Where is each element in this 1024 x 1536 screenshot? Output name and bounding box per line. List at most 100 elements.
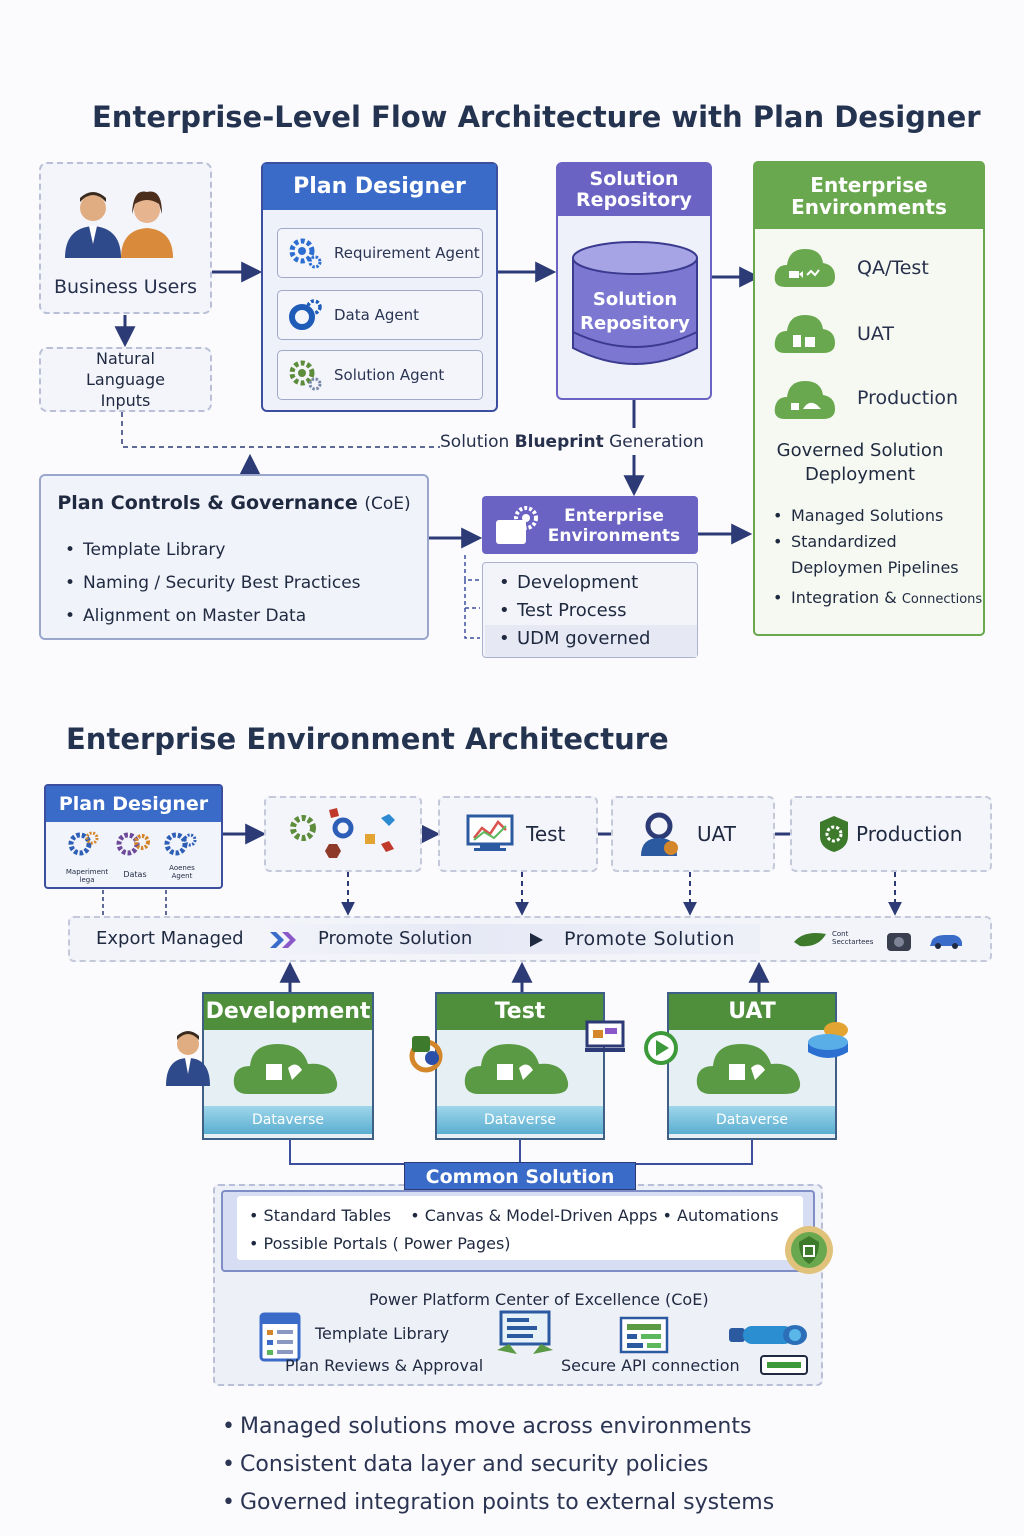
env-production: Production	[857, 387, 959, 409]
data-agent-card[interactable]: Data Agent	[277, 290, 483, 340]
secure-api-label: Secure API connection	[561, 1356, 740, 1375]
monitor-icon	[585, 1020, 625, 1052]
tiny-label: Cont Secctartees	[832, 930, 874, 946]
env-mid-list: Development Test Process UDM governed	[482, 562, 698, 658]
template-library-label: Template Library	[315, 1324, 450, 1343]
user-icon	[641, 812, 678, 856]
env-uat: UAT	[857, 323, 895, 345]
shield-icon	[785, 1226, 833, 1274]
database-icon	[572, 241, 698, 365]
requirement-agent-card[interactable]: Requirement Agent	[277, 228, 483, 278]
env-mid-bullet: Test Process	[495, 597, 650, 625]
pd-sublabel: Maperiment lega	[65, 868, 109, 884]
dataverse-label: Dataverse	[204, 1106, 372, 1134]
connections-label: Connections	[901, 592, 983, 607]
natural-language-label: Natural Language Inputs	[86, 349, 165, 410]
common-solution-title: Common Solution	[404, 1162, 636, 1190]
plan-designer-title: Plan Designer	[263, 164, 496, 210]
leaf-icon	[794, 933, 826, 947]
play-icon	[644, 1031, 678, 1065]
common-solution-container: • Standard Tables • Canvas & Model-Drive…	[213, 1184, 833, 1386]
deployment-bullet: Integration & Connections	[769, 585, 982, 613]
car-icon	[930, 935, 962, 949]
stage-production[interactable]: Production	[790, 796, 992, 872]
gear-icon	[68, 831, 197, 856]
dataverse-label: Dataverse	[669, 1106, 835, 1134]
common-solution-items: • Standard Tables • Canvas & Model-Drive…	[249, 1206, 779, 1225]
plan-controls-bullets: Template Library Naming / Security Best …	[61, 534, 361, 633]
plan-controls-panel[interactable]: Plan Controls & Governance (CoE) Templat…	[39, 474, 429, 640]
gear-icon	[289, 238, 322, 269]
stage-uat[interactable]: UAT	[611, 796, 775, 872]
cloud-icon	[774, 249, 835, 287]
env-mid-title: Enterprise Environments	[547, 506, 681, 546]
plan-reviews-label: Plan Reviews & Approval	[285, 1356, 484, 1375]
gear-icon	[290, 808, 395, 858]
user-icon	[166, 1031, 210, 1086]
plan-designer-small-title: Plan Designer	[46, 786, 221, 822]
promotion-bar: Export Managed Promote Solution Promote …	[68, 916, 992, 962]
portals-item: • Possible Portals ( Power Pages)	[249, 1234, 511, 1253]
plan-controls-title: Plan Controls & Governance (CoE)	[57, 492, 411, 514]
summary-bullet: Managed solutions move across environmen…	[218, 1408, 774, 1446]
common-item: Automations	[677, 1206, 779, 1225]
solution-agent-card[interactable]: Solution Agent	[277, 350, 483, 400]
stage-test[interactable]: Test	[438, 796, 598, 872]
pd-sublabel: Aoenes Agent	[169, 864, 195, 880]
stage-test-label: Test	[526, 822, 566, 846]
export-managed-label: Export Managed	[96, 928, 244, 949]
plan-controls-bullet: Alignment on Master Data	[61, 600, 361, 633]
env-card-test[interactable]: Test Dataverse	[435, 992, 605, 1140]
env-mid-bullet: Development	[495, 569, 650, 597]
plug-icon	[729, 1325, 807, 1345]
solution-repository-title: Solution Repository	[558, 164, 710, 216]
enterprise-environments-panel[interactable]: Enterprise Environments QA/Test UAT Prod…	[753, 161, 985, 636]
governed-deployment-title: Governed Solution Deployment	[776, 440, 944, 485]
section1-title: Enterprise-Level Flow Architecture with …	[92, 100, 981, 134]
gear-icon	[289, 360, 322, 391]
plan-designer-panel[interactable]: Plan Designer Requirement Agent Data Age…	[261, 162, 498, 412]
env-card-title: Test	[437, 994, 603, 1030]
env-mid-header[interactable]: Enterprise Environments	[482, 496, 698, 554]
deployment-bullets: Managed Solutions Standardized Deploymen…	[769, 503, 982, 613]
natural-language-box[interactable]: Natural Language Inputs	[39, 347, 212, 412]
cloud-icon	[696, 1044, 801, 1094]
connector-icon	[409, 1036, 443, 1073]
env-mid-bullet: UDM governed	[495, 625, 650, 653]
blueprint-generation-label: Solution Blueprint Generation	[440, 432, 704, 452]
solution-repository-db-label: Solution Repository	[580, 289, 690, 334]
enterprise-environments-title: Enterprise Environments	[755, 163, 983, 229]
section2-title: Enterprise Environment Architecture	[66, 722, 669, 756]
play-icon	[530, 933, 543, 947]
cloud-icon	[464, 1044, 569, 1094]
env-card-title: Development	[204, 994, 372, 1030]
monitor-icon	[466, 814, 514, 851]
stage-production-label: Production	[856, 822, 963, 846]
gear-icon	[496, 506, 538, 544]
dataverse-label: Dataverse	[437, 1106, 603, 1134]
stage-components[interactable]	[264, 796, 422, 872]
deployment-bullet: Managed Solutions	[769, 503, 982, 529]
plan-designer-small[interactable]: Plan Designer Maperiment lega Datas Aoen…	[44, 784, 223, 889]
cloud-icon	[233, 1044, 338, 1094]
dashboard-icon	[619, 1316, 669, 1354]
camera-icon	[887, 933, 911, 951]
env-card-title: UAT	[669, 994, 835, 1030]
data-agent-label: Data Agent	[334, 306, 419, 324]
coe-label: Power Platform Center of Excellence (CoE…	[369, 1290, 709, 1309]
integration-label: Integration &	[791, 588, 897, 607]
env-qa-test: QA/Test	[857, 257, 929, 279]
gear-icon	[289, 299, 322, 330]
summary-bullet: Consistent data layer and security polic…	[218, 1446, 774, 1484]
common-item: Canvas & Model-Driven Apps	[424, 1206, 658, 1225]
env-card-uat[interactable]: UAT Dataverse	[667, 992, 837, 1140]
document-icon	[259, 1312, 301, 1362]
solution-repository-panel[interactable]: Solution Repository Solution Repository	[556, 162, 712, 400]
deployment-bullet: Standardized Deploymen Pipelines	[769, 529, 971, 581]
status-bar-icon	[760, 1355, 808, 1375]
env-card-development[interactable]: Development Dataverse	[202, 992, 374, 1140]
business-users-box[interactable]: Business Users	[39, 162, 212, 314]
database-icon	[808, 1022, 848, 1058]
shield-icon	[820, 816, 848, 852]
promote-solution-label: Promote Solution	[564, 928, 735, 950]
